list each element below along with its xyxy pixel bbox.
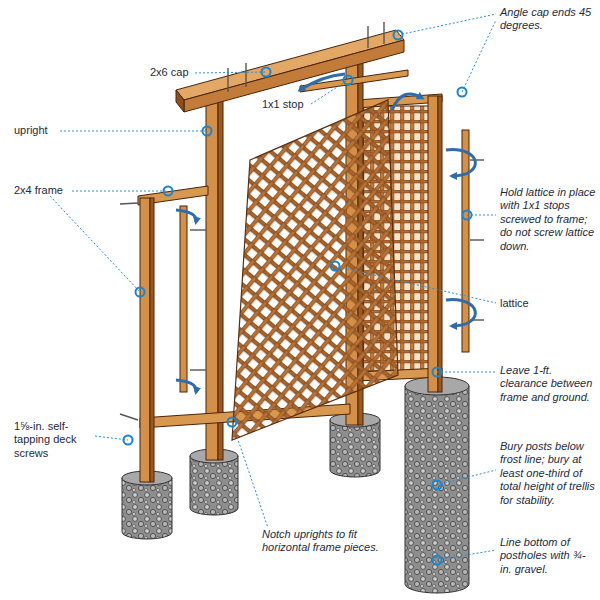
lattice-panel <box>232 100 398 440</box>
footings <box>122 478 172 539</box>
cap <box>176 90 184 112</box>
callout-dots <box>262 68 271 77</box>
callout-note: Notch uprights to fit horizontal frame p… <box>262 528 382 555</box>
motion-arrows <box>392 94 422 110</box>
leader-lines <box>50 14 496 560</box>
callout-note: Leave 1-ft. clearance between frame and … <box>500 364 596 404</box>
leader-lines <box>398 14 496 35</box>
footings <box>190 456 238 515</box>
left-frame <box>140 198 150 482</box>
part-label: lattice <box>500 297 560 310</box>
right-frame <box>428 96 438 392</box>
callout-dots <box>433 556 442 565</box>
part-label: 2x6 cap <box>150 66 200 79</box>
posts <box>206 96 218 460</box>
callout-note: Bury posts below frost line; bury at lea… <box>500 440 598 507</box>
callout-dots <box>331 262 340 271</box>
leader-lines <box>437 372 496 373</box>
callout-dots <box>433 481 442 490</box>
callout-dots <box>394 31 403 40</box>
screws <box>190 229 206 230</box>
leader-lines <box>462 20 496 92</box>
leader-lines <box>311 80 348 104</box>
callout-note: Angle cap ends 45 degrees. <box>500 6 596 33</box>
callout-dots <box>228 418 237 427</box>
cap <box>176 30 404 100</box>
callout-dots <box>433 368 442 377</box>
screws <box>190 369 206 370</box>
screws <box>383 22 384 44</box>
screws <box>227 68 228 92</box>
stops <box>180 70 469 392</box>
lattice-panel <box>232 100 398 440</box>
motion-arrows <box>176 210 196 222</box>
callout-dots <box>136 288 145 297</box>
callout-note: 1⅝-in. self-tapping deck screws <box>14 420 100 460</box>
motion-arrows <box>446 150 475 176</box>
leader-lines <box>232 422 268 528</box>
leader-lines <box>72 191 168 192</box>
callout-dots <box>164 187 173 196</box>
callout-dots <box>458 88 467 97</box>
screws <box>245 63 246 87</box>
callout-note: Line bottom of postholes with ¾-in. grav… <box>500 536 596 576</box>
callout-note: Hold lattice in place with 1x1 stops scr… <box>500 186 596 253</box>
callout-dots <box>124 31 472 565</box>
leader-lines <box>195 72 266 73</box>
leader-lines <box>437 550 496 560</box>
motion-arrows <box>300 74 345 90</box>
screws <box>367 26 368 48</box>
cap <box>176 30 404 112</box>
motion-arrows <box>176 380 196 392</box>
callout-dots <box>203 127 212 136</box>
part-label: upright <box>14 124 64 137</box>
screws <box>120 203 138 204</box>
leader-lines <box>335 266 496 303</box>
part-label: 1x1 stop <box>262 98 322 111</box>
stops <box>300 70 408 92</box>
leader-lines <box>437 470 496 485</box>
callout-dots <box>124 436 133 445</box>
footings <box>330 420 380 477</box>
stops <box>180 206 187 392</box>
screws <box>470 239 484 240</box>
motion-arrows <box>176 74 475 392</box>
callout-dots <box>344 76 353 85</box>
stops <box>462 130 469 352</box>
callout-dots <box>463 211 472 220</box>
motion-arrows <box>446 300 475 326</box>
right-frame <box>438 96 442 392</box>
screws <box>120 414 138 420</box>
leader-lines <box>60 131 207 132</box>
leader-lines <box>50 196 140 292</box>
posts <box>218 96 223 460</box>
left-frame <box>150 198 154 482</box>
footings <box>405 386 469 593</box>
part-label: 2x4 frame <box>14 184 78 197</box>
screws <box>470 159 484 160</box>
